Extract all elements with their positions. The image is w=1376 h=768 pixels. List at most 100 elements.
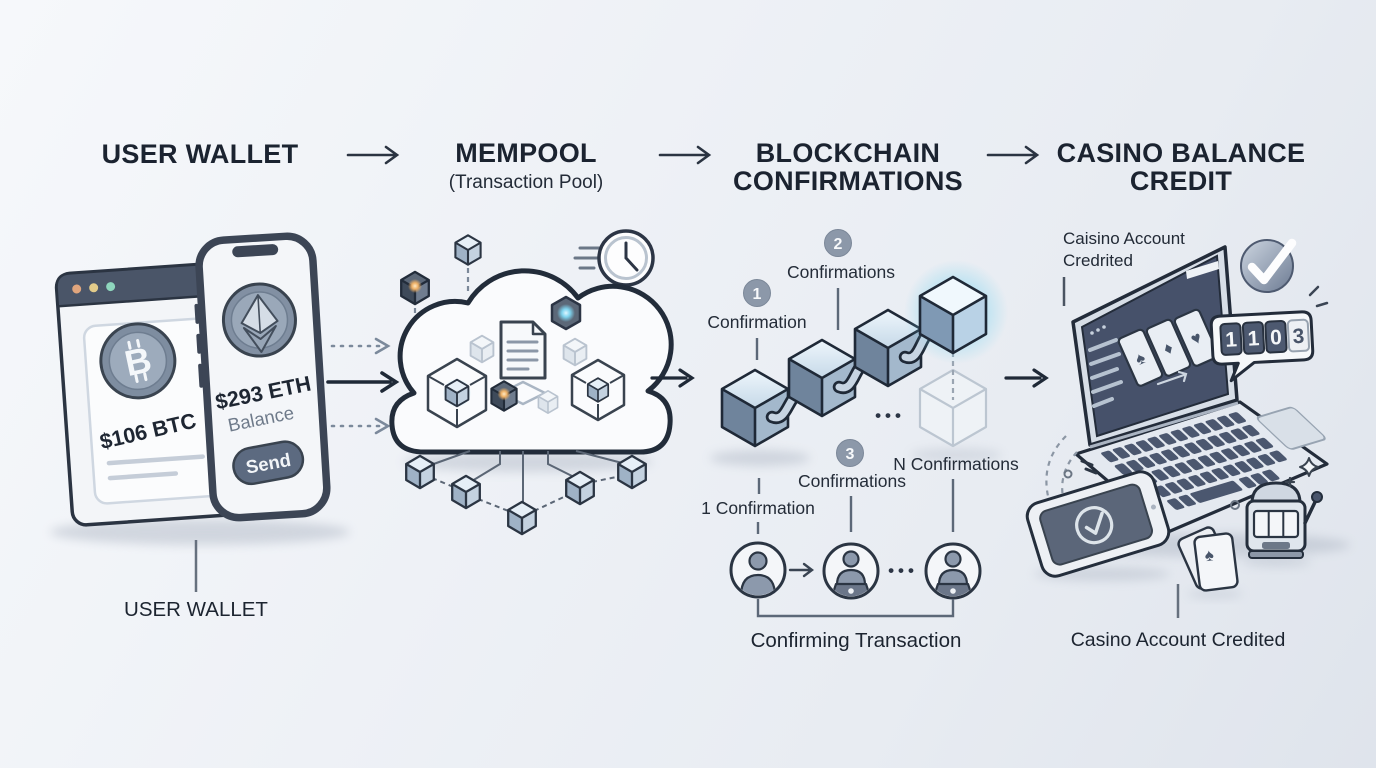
header-arrow-icon: [986, 145, 1040, 165]
badge-2-num: 2: [834, 236, 843, 253]
stage-title-credit: CREDIT: [1130, 166, 1233, 196]
cube-icon: [537, 389, 559, 415]
arrow-icon: [788, 562, 814, 578]
badge-1-label: Confirmation: [707, 312, 806, 332]
cube-icon: [617, 454, 647, 490]
clock-icon: [573, 229, 655, 287]
playing-cards-icon: ♠: [1177, 526, 1239, 592]
flow-arrows-1: [326, 337, 400, 435]
chain-cube-icon: [918, 275, 988, 355]
laptop-hinge: [1089, 401, 1239, 449]
screen-dot: [1102, 325, 1106, 329]
digit-tile: [1264, 319, 1288, 354]
badge-2-label: Confirmations: [787, 262, 895, 282]
screen-dot: [1096, 328, 1100, 332]
chain-of-blocks: [720, 260, 1008, 448]
badge-1: [743, 279, 771, 307]
slot-machine-icon: [1245, 481, 1323, 559]
header-arrow-icon: [346, 145, 400, 165]
burst-icon: [1308, 285, 1329, 308]
person-laptop-icon: [822, 542, 880, 600]
wireframe-cube-icon: [570, 358, 626, 422]
dashed-arrow-icon: [374, 417, 391, 435]
placeholder-line: [106, 454, 205, 466]
chain-cube-icon: [720, 368, 790, 448]
tablet-button: [1150, 504, 1156, 510]
credit-digit: 1: [1247, 327, 1260, 351]
cube-icon: [454, 234, 482, 266]
dashed-arc: [1061, 451, 1078, 503]
phone-button: [198, 363, 204, 388]
badge-3-num: 3: [846, 446, 855, 463]
traffic-dot-icon: [89, 283, 99, 293]
tablet: [1025, 470, 1171, 578]
blockchain-illustration: 1 Confirmation 2 Confirmations 3 Confirm…: [701, 229, 1019, 652]
phone-notch: [232, 244, 279, 258]
stage-title-confirmations: CONFIRMATIONS: [733, 166, 963, 196]
digit-tile: [1241, 321, 1266, 355]
cube-icon: [451, 474, 481, 510]
screen-topbar: [1186, 261, 1219, 279]
bitcoin-coin-icon: B: [99, 322, 177, 400]
dot-circle: [1063, 469, 1073, 479]
shadow: [1243, 557, 1311, 567]
casino-credited-caption: Casino Account Credited: [1071, 629, 1286, 651]
shadow: [50, 519, 350, 545]
spade-icon: ♠: [1203, 545, 1214, 565]
cube-icon: [562, 337, 588, 367]
validators-ellipsis: •••: [888, 561, 918, 580]
credit-digit: 1: [1225, 328, 1238, 352]
cube-icon: [405, 454, 435, 490]
confirming-transaction-caption: Confirming Transaction: [751, 629, 962, 652]
cube-icon: [507, 500, 537, 536]
cube-icon: [565, 470, 595, 506]
mempool-illustration: [389, 229, 674, 536]
person-laptop-icon: [924, 542, 982, 600]
stage-title-casino-balance: CASINO BALANCE: [1057, 138, 1306, 168]
shadow: [910, 448, 1002, 462]
user-wallet-illustration: B $106 BTC $293 ETH Balance: [50, 232, 350, 621]
shadow: [1187, 590, 1243, 598]
casino-illustration: Caisino Account Credrited ♠ ♦ ♥: [1025, 229, 1350, 651]
orange-glow: [408, 279, 422, 293]
digit-tile: [1286, 318, 1311, 353]
header-row: USER WALLET MEMPOOL (Transaction Pool) B…: [102, 138, 1306, 196]
casino-cards-on-screen: ♠ ♦ ♥: [1117, 308, 1220, 387]
dot-circle: [1230, 500, 1240, 510]
screen-dot: [1090, 331, 1094, 335]
casino-note-line1: Caisino Account: [1063, 229, 1185, 248]
chain-ellipsis: •••: [875, 406, 905, 425]
casino-note-line2: Credrited: [1063, 251, 1133, 270]
tablet-check-ring: [1075, 506, 1114, 545]
cube-icon: [469, 334, 495, 364]
stage-subtitle-mempool: (Transaction Pool): [449, 172, 604, 193]
laptop-touchpad: [1256, 406, 1326, 450]
stage-title-mempool: MEMPOOL: [455, 138, 597, 168]
credit-speech-bubble: 1 1 0 3: [1209, 310, 1315, 383]
badge-2: [824, 229, 852, 257]
check-circle-icon: [1240, 238, 1297, 293]
solid-arrow-icon: [1004, 368, 1049, 388]
phone-button: [196, 333, 202, 354]
mobile-phone: $293 ETH Balance Send: [194, 232, 331, 522]
chain-cube-icon: [787, 338, 857, 418]
confirmation-badges: 1 Confirmation 2 Confirmations 3 Confirm…: [701, 229, 1019, 534]
validators-row: •••: [729, 541, 982, 600]
slot-lever: [1303, 498, 1318, 525]
bracket-line: [756, 599, 955, 618]
chain-cube-icon: [853, 308, 923, 388]
placeholder-line: [107, 471, 179, 481]
badge-3: [836, 439, 864, 467]
credit-digit: 3: [1292, 325, 1305, 349]
phone-button: [194, 303, 200, 324]
mempool-network-lines: [427, 450, 627, 513]
traffic-dot-icon: [72, 284, 82, 294]
badge-3-label: Confirmations: [798, 471, 906, 491]
user-wallet-caption: USER WALLET: [124, 598, 268, 621]
first-confirmation-label: 1 Confirmation: [701, 498, 815, 518]
laptop-ports: [1080, 459, 1098, 475]
ethereum-coin-icon: [221, 282, 297, 358]
traffic-dot-icon: [106, 282, 116, 292]
solid-arrow-icon: [326, 371, 400, 393]
